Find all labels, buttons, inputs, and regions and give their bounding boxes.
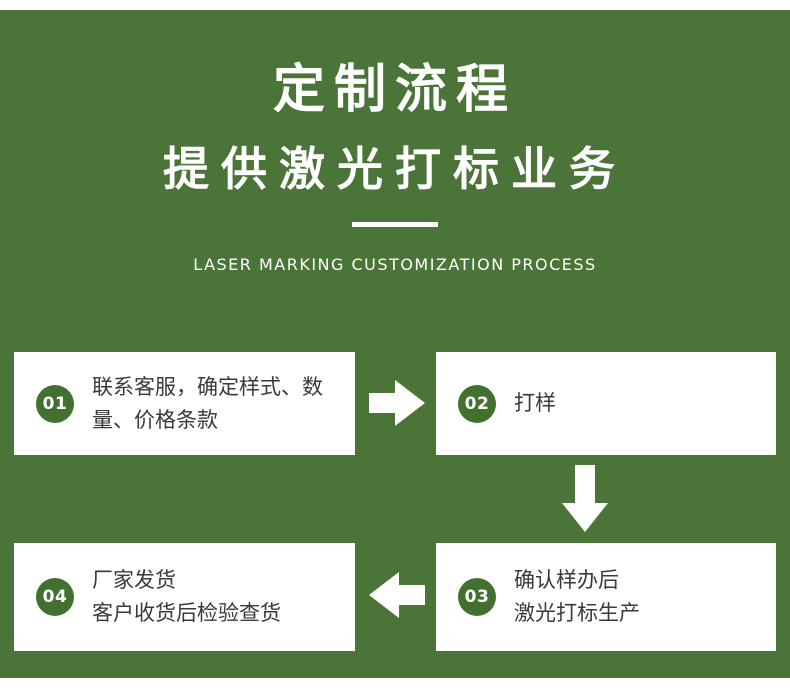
step-box-1: 01 联系客服，确定样式、数 量、价格条款 <box>14 352 355 455</box>
step-number-badge: 02 <box>458 384 496 423</box>
step-box-2: 02 打样 <box>436 352 776 455</box>
page-title: 定制流程 <box>272 60 517 120</box>
arrow-head <box>369 572 399 618</box>
step-text-line: 确认样办后 <box>514 568 619 592</box>
arrow-head <box>562 503 608 532</box>
step-text: 厂家发货 客户收货后检验查货 <box>92 564 281 630</box>
step-text: 确认样办后 激光打标生产 <box>514 564 640 630</box>
step-number-badge: 03 <box>458 578 496 616</box>
step-text: 联系客服，确定样式、数 量、价格条款 <box>92 371 323 437</box>
step-text-line: 打样 <box>514 391 556 415</box>
arrow-right-icon <box>369 380 425 426</box>
step-number-badge: 04 <box>36 578 74 616</box>
title-divider <box>352 222 438 227</box>
arrow-shaft <box>369 393 395 413</box>
english-caption: LASER MARKING CUSTOMIZATION PROCESS <box>193 255 597 274</box>
step-number-badge: 01 <box>36 384 74 423</box>
arrow-down-icon <box>562 465 608 532</box>
step-text-line: 联系客服，确定样式、数 <box>92 374 323 399</box>
green-panel: 定制流程 提供激光打标业务 LASER MARKING CUSTOMIZATIO… <box>0 10 790 678</box>
arrow-shaft <box>399 585 425 605</box>
step-box-3: 03 确认样办后 激光打标生产 <box>436 543 776 651</box>
step-text: 打样 <box>514 387 556 420</box>
page-subtitle: 提供激光打标业务 <box>163 142 627 196</box>
arrow-left-icon <box>369 572 425 618</box>
step-text-line: 激光打标生产 <box>514 601 640 625</box>
step-text-line: 量、价格条款 <box>92 407 218 432</box>
arrow-head <box>395 380 425 426</box>
step-text-line: 厂家发货 <box>92 568 176 592</box>
step-box-4: 04 厂家发货 客户收货后检验查货 <box>14 543 355 651</box>
arrow-shaft <box>575 465 595 503</box>
step-text-line: 客户收货后检验查货 <box>92 601 281 625</box>
